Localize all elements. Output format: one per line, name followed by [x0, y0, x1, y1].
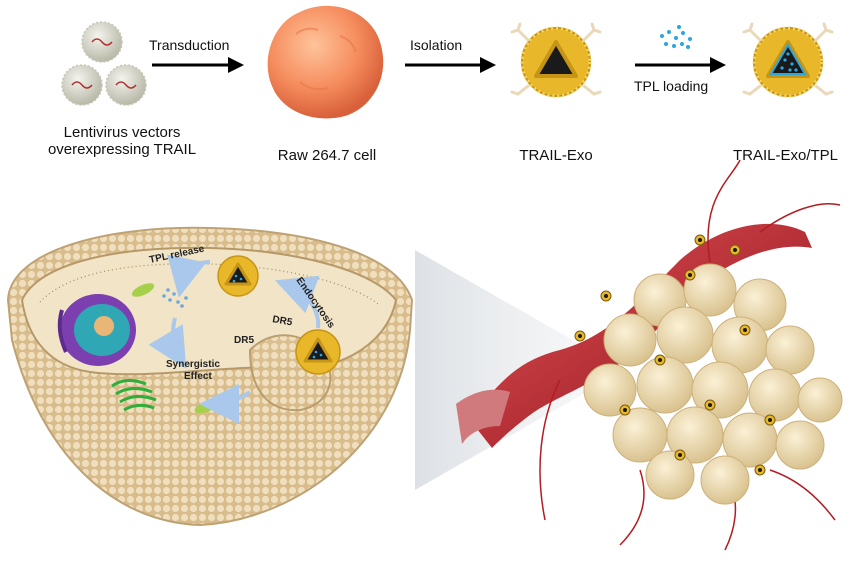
tumor-mass	[583, 263, 843, 505]
transduction-label: Transduction	[149, 37, 230, 53]
tpl-dots-icon	[660, 25, 692, 49]
trail-exo-tpl-icon	[742, 22, 834, 98]
exo-entering-cell-icon	[295, 329, 341, 375]
lentivirus-vectors-icon	[61, 21, 147, 106]
exo-inside-cell-icon	[217, 255, 259, 297]
isolation-label: Isolation	[410, 37, 463, 53]
tumor-exo-markers	[574, 234, 776, 476]
tpl-loading-arrow	[635, 57, 726, 73]
lentivirus-label: Lentivirus vectors overexpressing TRAIL	[22, 124, 222, 158]
lentivirus-label-line1: Lentivirus vectors	[63, 124, 181, 141]
trail-exo-tpl-label: TRAIL-Exo/TPL	[732, 147, 839, 164]
raw-cell-label: Raw 264.7 cell	[277, 147, 377, 164]
trail-exo-label: TRAIL-Exo	[519, 147, 593, 164]
synergistic-label-line2: Effect	[184, 371, 212, 382]
nucleus-icon	[57, 294, 136, 366]
cycle-arrows-icon	[148, 254, 321, 424]
dr5-lower-label: DR5	[234, 335, 254, 346]
dr5-upper-label: DR5	[271, 314, 293, 328]
raw-cell-icon	[267, 5, 384, 119]
transduction-arrow	[152, 57, 244, 73]
endoplasmic-reticulum-icon	[111, 379, 157, 412]
isolation-arrow	[405, 57, 496, 73]
trail-exo-icon	[510, 22, 602, 98]
lentivirus-label-line2: overexpressing TRAIL	[47, 141, 197, 158]
tpl-loading-label: TPL loading	[634, 78, 709, 94]
synergistic-label-line1: Synergistic	[166, 359, 220, 370]
